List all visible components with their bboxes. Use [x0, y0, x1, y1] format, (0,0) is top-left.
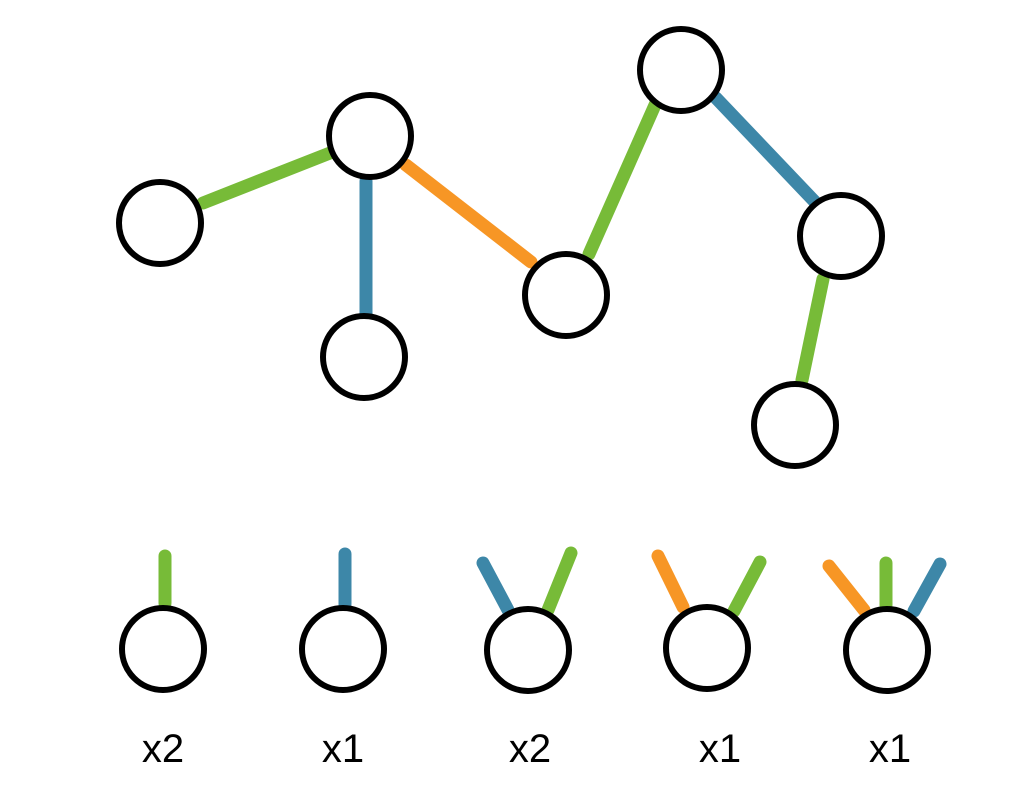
edge-green	[196, 146, 337, 210]
legend-item-1: x2	[119, 549, 207, 771]
count-label: x2	[509, 727, 551, 771]
count-label: x1	[699, 727, 741, 771]
legend-item-4: x1	[651, 549, 767, 771]
stub-blue	[476, 556, 515, 617]
legend-node	[119, 605, 207, 693]
edge-green	[795, 272, 830, 387]
count-label: x1	[322, 727, 364, 771]
stub-blue	[907, 557, 947, 618]
node-n7	[751, 381, 839, 469]
legend-item-3: x2	[476, 546, 578, 771]
node-n4	[522, 251, 610, 339]
node-n5	[637, 26, 725, 114]
node-n1	[116, 179, 204, 267]
graph-nodes	[116, 26, 885, 469]
count-label: x1	[869, 727, 911, 771]
legend-item-5: x1	[822, 556, 947, 771]
legend-node	[663, 604, 751, 692]
graph-edges	[196, 91, 830, 387]
node-n2	[326, 92, 414, 180]
stub-green	[727, 555, 767, 618]
node-n6	[797, 192, 885, 280]
stub-green	[541, 546, 578, 617]
edge-blue	[709, 91, 823, 210]
count-label: x2	[142, 727, 184, 771]
edge-green	[582, 98, 662, 261]
legend-node	[843, 606, 931, 694]
edge-orange	[399, 158, 538, 269]
legend-item-2: x1	[299, 547, 387, 771]
stub-orange	[651, 549, 690, 614]
legend-node	[484, 606, 572, 694]
legend-node	[299, 605, 387, 693]
stub-orange	[822, 559, 871, 617]
node-n3	[320, 313, 408, 401]
